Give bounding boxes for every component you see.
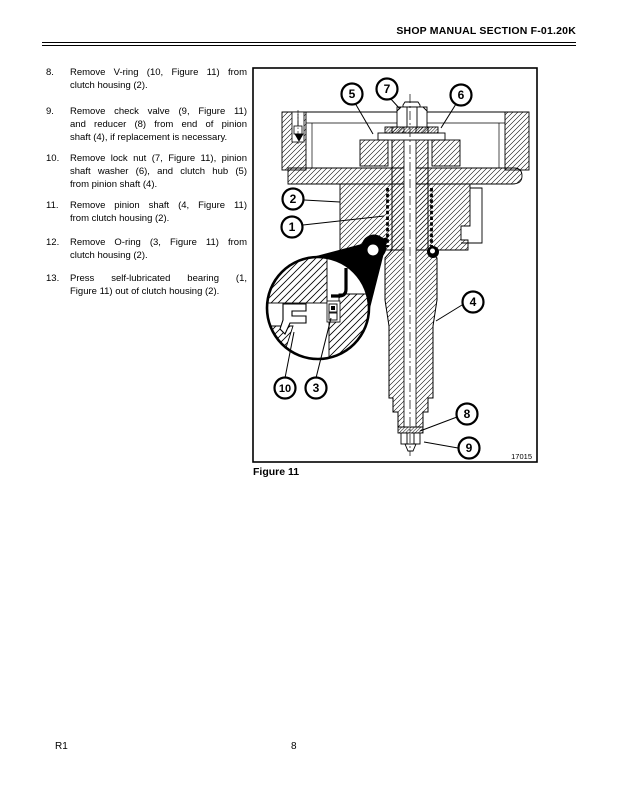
clutch-hub-assembly [359,101,461,167]
callout-5: 5 [340,82,364,106]
step-text: Press self-lubricated bearing (1,Figure … [70,273,247,297]
callout-4: 4 [461,290,485,314]
callout-1: 1 [280,215,304,239]
callout-10: 10 [273,376,297,400]
figure-11-container: 5 7 6 2 1 4 10 3 8 9 17015 [248,64,538,464]
callout-2: 2 [281,187,305,211]
callout-7: 7 [375,77,399,101]
callout-9: 9 [457,436,481,460]
figure-11-diagram: 5 7 6 2 1 4 10 3 8 9 17015 [252,67,538,463]
figure-caption: Figure 11 [253,466,300,478]
step-number: 13. [46,273,60,284]
svg-text:5: 5 [349,87,356,101]
svg-text:1: 1 [289,220,296,234]
shaft-end-parts [397,426,424,452]
step-number: 8. [46,67,54,78]
callout-leaders [284,97,463,449]
svg-text:6: 6 [458,88,465,102]
footer-revision: R1 [55,741,68,752]
step-number: 9. [46,106,54,117]
callout-balloons: 5 7 6 2 1 4 10 3 8 9 [273,77,485,460]
procedure-step-10: 10. Remove lock nut (7, Figure 11), pinio… [46,152,247,191]
procedure-step-13: 13. Press self-lubricated bearing (1,Figu… [46,272,247,298]
svg-text:8: 8 [464,407,471,421]
step-number: 11. [46,200,59,211]
bearing-bands [386,188,433,247]
svg-text:3: 3 [313,381,320,395]
step-text: Remove check valve (9, Figure 11)and red… [70,106,247,143]
v-ring-detail [279,303,307,335]
svg-text:4: 4 [470,295,477,309]
svg-text:7: 7 [384,82,391,96]
drawing-number: 17015 [511,452,532,461]
procedure-step-11: 11. Remove pinion shaft (4, Figure 11)fro… [46,199,247,225]
callout-8: 8 [455,402,479,426]
callout-6: 6 [449,83,473,107]
procedure-step-9: 9. Remove check valve (9, Figure 11)and r… [46,105,247,144]
page-header-title: SHOP MANUAL SECTION F-01.20K [396,25,576,37]
step-text: Remove pinion shaft (4, Figure 11)from c… [70,200,247,224]
step-number: 12. [46,237,60,248]
seal-lip-detail [331,268,348,298]
housing-bolt [291,110,305,144]
lock-nut [396,106,428,128]
svg-text:9: 9 [466,441,473,455]
step-number: 10. [46,153,60,164]
svg-text:10: 10 [279,383,291,395]
footer-page-number: 8 [291,741,297,752]
header-rule [42,42,576,46]
housing-step-outline [461,187,483,244]
svg-text:2: 2 [290,192,297,206]
callout-3: 3 [304,376,328,400]
